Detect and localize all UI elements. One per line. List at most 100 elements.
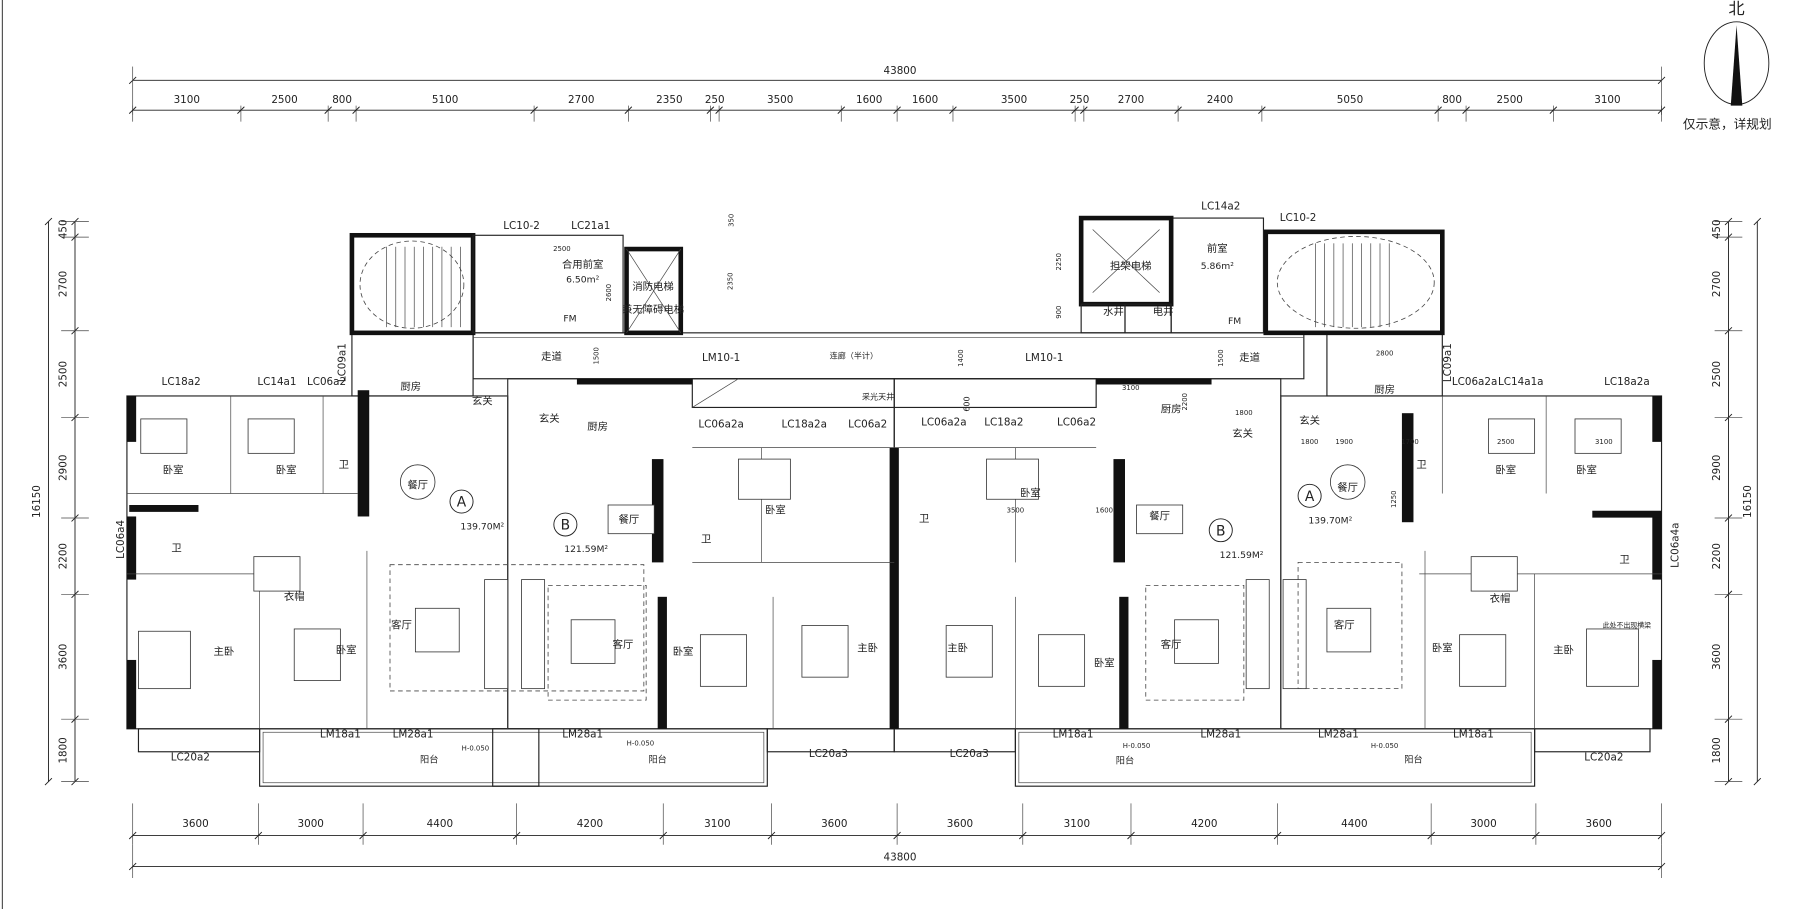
unit-type-badge xyxy=(1297,483,1322,508)
dimension-label: 3100 xyxy=(174,94,200,106)
plan-label: 3500 xyxy=(1007,507,1025,515)
plan-label: 电井 xyxy=(1153,305,1174,318)
plan-label: LC21a1 xyxy=(571,220,610,232)
dimension-label: 3100 xyxy=(704,818,730,830)
dimension-label: 2700 xyxy=(568,94,594,106)
tv-table-icon xyxy=(1174,619,1219,664)
plan-label: FM xyxy=(1228,316,1241,327)
plan-label: LC06a2a xyxy=(921,416,967,428)
wall-segment xyxy=(651,459,664,563)
dimension-label: 4200 xyxy=(577,818,603,830)
wall-segment xyxy=(126,395,137,442)
balcony-right xyxy=(1014,728,1536,787)
carpet-outline xyxy=(547,584,647,701)
plan-label: 1250 xyxy=(1390,491,1398,509)
dimension-label: 3100 xyxy=(1064,818,1090,830)
wall-segment xyxy=(576,378,693,385)
unit-type-label: A xyxy=(457,495,467,511)
tv-table-icon xyxy=(1326,607,1372,653)
right-total-dimension: 16150 xyxy=(1742,485,1754,518)
dimension-tick xyxy=(767,831,776,840)
plan-label: 卫 xyxy=(1619,554,1629,566)
plan-label: 600 xyxy=(962,396,971,411)
dimension-label: 3600 xyxy=(57,644,69,670)
plan-label: 餐厅 xyxy=(1337,481,1358,494)
dimension-tick xyxy=(893,831,901,840)
dimension-label: 2350 xyxy=(656,94,682,106)
plan-label: 卫 xyxy=(701,533,711,545)
front-room-right xyxy=(1170,217,1265,334)
bed-icon xyxy=(1459,634,1507,687)
bed-icon xyxy=(699,634,747,687)
bed-icon xyxy=(1586,628,1639,687)
north-arrow-needle-icon xyxy=(1730,25,1743,106)
carpet-outline xyxy=(1297,561,1403,690)
unit-type-label: B xyxy=(1216,523,1225,539)
plan-label: 阳台 xyxy=(1116,754,1134,766)
plan-label: 卧室 xyxy=(1020,487,1041,500)
bed-icon xyxy=(986,458,1039,500)
stair-door-swing xyxy=(359,240,465,329)
fire-elevator xyxy=(624,246,684,336)
dimension-tick xyxy=(1657,831,1666,840)
dimension-label: 3100 xyxy=(1594,94,1620,106)
plan-label: 卧室 xyxy=(673,645,694,658)
plan-label: H-0.050 xyxy=(627,740,654,748)
bed-icon xyxy=(801,625,849,678)
dimension-tick xyxy=(1258,106,1266,114)
sofa-icon xyxy=(1245,579,1270,690)
plan-label: 1500 xyxy=(1217,349,1225,367)
plan-label: 玄关 xyxy=(472,395,493,408)
dimension-label: 5100 xyxy=(432,94,458,106)
carpet-outline xyxy=(389,564,645,692)
dimension-tick xyxy=(359,831,367,840)
light-well-diagonal xyxy=(692,378,739,408)
wall-segment xyxy=(1119,596,1129,729)
wall-segment xyxy=(1592,510,1662,518)
dimension-tick xyxy=(949,106,957,114)
dimension-tick xyxy=(1657,106,1666,114)
plan-label: 玄关 xyxy=(539,412,560,425)
plan-label: 主卧 xyxy=(947,641,968,654)
plan-label: 卧室 xyxy=(276,464,297,477)
dimension-tick xyxy=(254,831,263,840)
dimension-label: 2400 xyxy=(1207,94,1233,106)
plan-label: LC06a2a xyxy=(698,419,744,431)
plan-label: 5.86m² xyxy=(1201,261,1234,272)
plan-label: 1500 xyxy=(593,347,601,365)
plan-label: 消防电梯 xyxy=(632,280,674,293)
bed-icon xyxy=(738,458,791,500)
plan-label: 卧室 xyxy=(1432,641,1453,654)
plan-label: 卧室 xyxy=(1094,656,1115,669)
unit-area-label: 139.70M² xyxy=(1308,516,1352,527)
dining-table-icon xyxy=(1329,464,1366,500)
plan-label: 此处不出现横梁 xyxy=(1603,621,1651,630)
plan-label: LC18a2 xyxy=(162,376,201,388)
plan-label: 厨房 xyxy=(587,420,608,433)
bed-icon xyxy=(945,625,993,678)
dimension-label: 3600 xyxy=(182,818,208,830)
dimension-label: 800 xyxy=(332,94,352,106)
tv-table-icon xyxy=(570,619,616,664)
dimension-label: 2700 xyxy=(1118,94,1144,106)
plan-label: LC18a2 xyxy=(984,416,1023,428)
dimension-label: 2200 xyxy=(1711,543,1723,569)
dimension-tick xyxy=(128,106,137,114)
dimension-tick xyxy=(44,217,53,226)
tv-table-icon xyxy=(414,607,460,653)
dimension-tick xyxy=(530,106,538,114)
bottom-total-dimension: 43800 xyxy=(884,851,917,863)
dimension-label: 4200 xyxy=(1191,818,1217,830)
dimension-label: 1600 xyxy=(856,94,882,106)
plan-label: LC14a1 xyxy=(257,376,296,388)
plan-label: LM18a1 xyxy=(320,729,361,741)
dimension-label: 3500 xyxy=(1001,94,1027,106)
left-total-dimension: 16150 xyxy=(31,485,43,518)
bed-icon xyxy=(247,418,295,454)
wall-segment xyxy=(1401,413,1414,523)
front-room-left xyxy=(472,234,624,334)
plan-label: 担架电梯 xyxy=(1110,259,1152,272)
plan-label: H-0.050 xyxy=(1371,742,1398,750)
